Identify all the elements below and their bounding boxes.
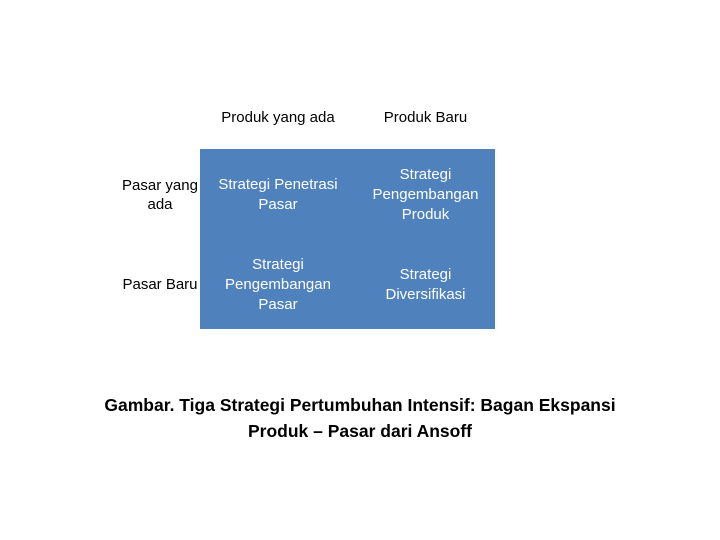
cell-label: Strategi Diversifikasi: [385, 265, 466, 303]
matrix-column-headers: Produk yang ada Produk Baru: [200, 108, 495, 149]
caption-line-2: Produk – Pasar dari Ansoff: [248, 421, 472, 441]
cell-label: Strategi Penetrasi Pasar: [218, 175, 338, 213]
cell-label: Strategi Pengembangan Produk: [372, 165, 479, 223]
ansoff-matrix: Produk yang ada Produk Baru Pasar yang a…: [120, 108, 495, 329]
matrix-row: Pasar Baru Strategi Pengembangan Pasar S…: [120, 240, 495, 329]
caption-line-1: Gambar. Tiga Strategi Pertumbuhan Intens…: [104, 395, 616, 415]
figure-caption: Gambar. Tiga Strategi Pertumbuhan Intens…: [60, 392, 660, 444]
cell-diversifikasi[interactable]: Strategi Diversifikasi: [356, 240, 495, 329]
cell-pengembangan-produk[interactable]: Strategi Pengembangan Produk: [356, 149, 495, 240]
row-header-pasar-yang-ada: Pasar yang ada: [122, 176, 198, 213]
cell-pengembangan-pasar[interactable]: Strategi Pengembangan Pasar: [200, 240, 356, 329]
cell-penetrasi-pasar[interactable]: Strategi Penetrasi Pasar: [200, 149, 356, 240]
column-header-produk-yang-ada: Produk yang ada: [221, 109, 335, 126]
row-header-pasar-baru: Pasar Baru: [122, 276, 198, 293]
matrix-row: Pasar yang ada Strategi Penetrasi Pasar …: [120, 149, 495, 240]
cell-label: Strategi Pengembangan Pasar: [225, 255, 331, 313]
column-header-produk-baru: Produk Baru: [383, 109, 468, 126]
